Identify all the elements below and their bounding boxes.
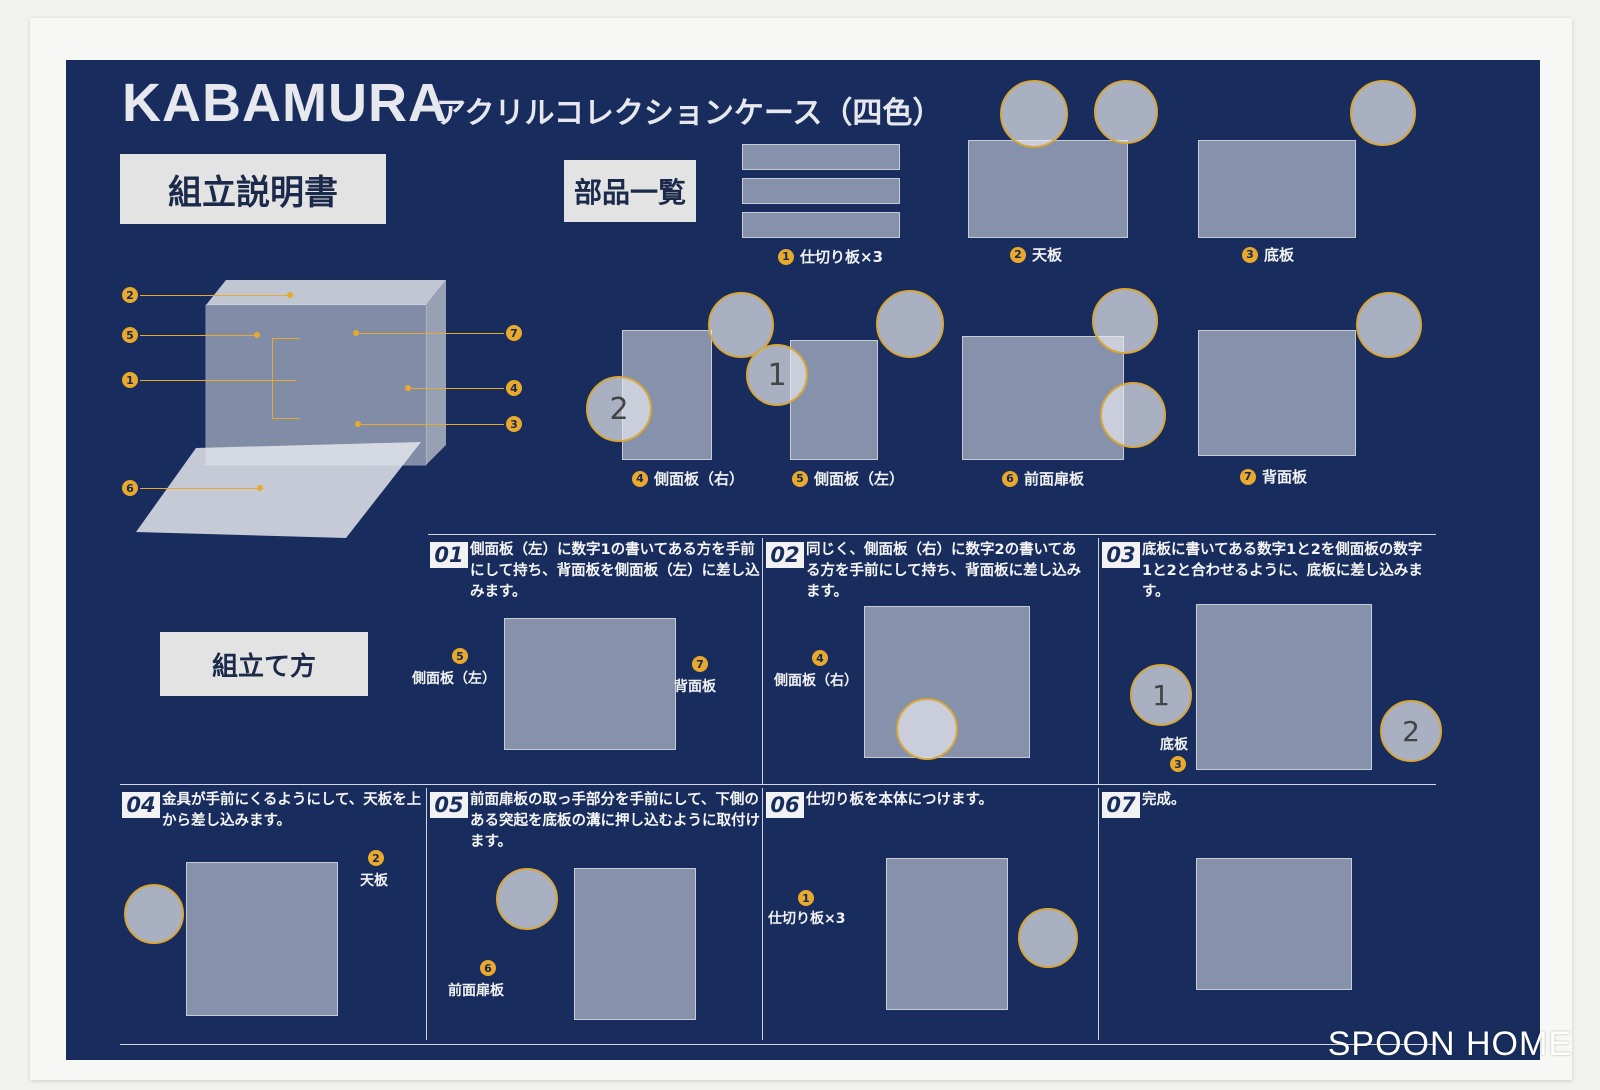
overview-badge-7: 7 xyxy=(506,325,522,341)
top-panel-image xyxy=(968,140,1128,238)
detail-circle xyxy=(1350,80,1416,146)
divider-panel-image xyxy=(742,178,900,204)
how-to-label: 組立て方 xyxy=(160,632,368,696)
step-07: 07 完成。 xyxy=(1100,788,1436,1040)
bottom-panel-image xyxy=(1198,140,1356,238)
step-04: 04 金具が手前にくるようにして、天板を上から差し込みます。 2 天板 xyxy=(120,788,427,1040)
step-02: 02 同じく、側面板（右）に数字2の書いてある方を手前にして持ち、背面板に差し込… xyxy=(764,538,1099,784)
detail-circle xyxy=(1092,288,1158,354)
watermark: SPOON HOME xyxy=(1328,1025,1572,1064)
section-divider xyxy=(428,534,1436,535)
step-06: 06 仕切り板を本体につけます。 1 仕切り板×3 xyxy=(764,788,1099,1040)
parts-list-label: 部品一覧 xyxy=(564,160,696,222)
digit-circle-1: 1 xyxy=(746,344,808,406)
front-door-panel-image xyxy=(962,336,1124,460)
back-panel-image xyxy=(1198,330,1356,456)
overview-badge-2: 2 xyxy=(122,287,138,303)
step-01: 01 側面板（左）に数字1の書いてある方を手前にして持ち、背面板を側面板（左）に… xyxy=(428,538,763,784)
overview-case-drawing xyxy=(136,260,456,540)
divider-panel-image xyxy=(742,212,900,238)
detail-circle xyxy=(1356,292,1422,358)
steps-row-divider xyxy=(120,784,1436,785)
detail-circle xyxy=(1000,80,1068,148)
divider-panel-image xyxy=(742,144,900,170)
detail-circle xyxy=(876,290,944,358)
step-05: 05 前面扉板の取っ手部分を手前にして、下側のある突起を底板の溝に押し込むように… xyxy=(428,788,763,1040)
bottom-rule xyxy=(120,1044,1436,1045)
instruction-sheet: KABAMURA アクリルコレクションケース（四色） 組立説明書 部品一覧 2 … xyxy=(66,60,1540,1060)
step-03: 03 底板に書いてある数字1と2を側面板の数字1と2と合わせるように、底板に差し… xyxy=(1100,538,1436,784)
overview-badge-6: 6 xyxy=(122,480,138,496)
overview-badge-4: 4 xyxy=(506,380,522,396)
product-title: アクリルコレクションケース（四色） xyxy=(436,88,942,132)
digit-circle-2: 2 xyxy=(586,376,652,442)
detail-circle xyxy=(1094,80,1158,144)
detail-circle xyxy=(1100,382,1166,448)
brand-logo: KABAMURA xyxy=(122,72,448,134)
overview-badge-1: 1 xyxy=(122,372,138,388)
manual-label: 組立説明書 xyxy=(120,154,386,224)
overview-badge-3: 3 xyxy=(506,416,522,432)
overview-badge-5: 5 xyxy=(122,327,138,343)
